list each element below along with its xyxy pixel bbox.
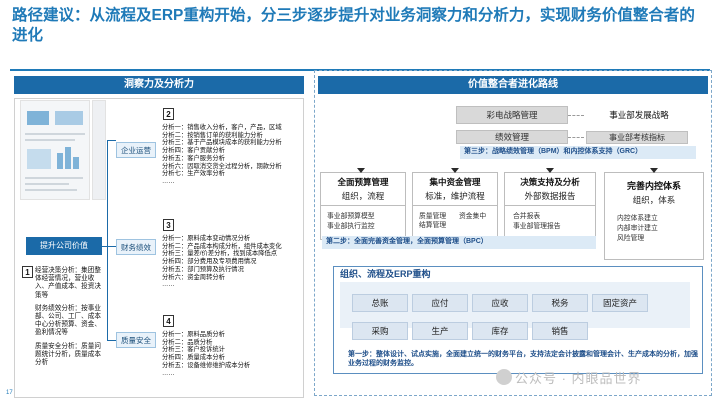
arrow-down-icon [451,168,459,173]
arrow-down-icon [650,168,658,173]
module-item: 质量管理 [419,213,447,220]
performance-box: 绩效管理 [456,130,568,144]
dashboard-thumbnail [20,100,90,200]
erp-tile-gl: 总账 [352,294,408,312]
module-title: 全面预算管理 [337,177,389,187]
list-item: 分析三：客户投诉统计 [162,346,225,354]
badge-2: 2 [163,108,174,120]
module-subtitle: 标准，维护流程 [413,190,497,206]
module-item: 内部审计建立 [617,225,658,232]
erp-tile-ap: 应付 [412,294,468,312]
list-item: …… [162,281,175,289]
improve-value-box: 提升公司价值 [26,237,102,255]
category-financial: 财务绩效 [116,239,156,255]
step-1-text: 第一步：整体设计、试点实施，全面建立统一的财务平台，支持法定会计披露和管理会计、… [348,351,698,367]
tree-branch [107,140,116,141]
module-item: 事业部管理报告 [513,223,561,230]
tree-branch [107,246,116,247]
left-panel-header: 洞察力及分析力 [14,76,304,94]
list-item: 分析七：生产效率分析 [162,170,225,178]
module-budget: 全面预算管理 组织，流程 事业部预算模型 事业部执行监控 [320,172,406,240]
module-treasury: 集中资金管理 标准，维护流程 质量管理 资金集中 结算管理 [412,172,498,240]
note-quality-safety: 质量安全分析：质量问题统计分析，质量成本分析 [35,342,101,367]
note-business-decision: 经营决策分析：集团整体经营情况，营业收入、产值成本、投资决策等 [35,267,101,299]
tree-branch [102,246,107,247]
list-item: 分析六：因取消交货全过程分析，期款分析 [162,162,282,170]
arrow-down-icon [357,168,365,173]
left-notes: 经营决策分析：集团整体经营情况，营业收入、产值成本、投资决策等 财务绩效分析：按… [35,267,105,372]
list-item: 分析二：按销售订单的获利能力分析 [162,131,263,139]
module-item: 合并报表 [513,213,541,220]
right-panel [314,70,712,396]
module-item: 事业部预算模型 [327,213,375,220]
module-item: 内控体系建立 [617,215,658,222]
badge-3: 3 [163,219,174,231]
list-item: 分析四：部分费用及专项费用情况 [162,258,257,266]
module-decision-support: 决策支持及分析 外部数据报告 合并报表 事业部管理报告 [504,172,596,240]
list-item: …… [162,177,175,185]
module-item: 结算管理 [419,222,447,229]
dashed-link [568,137,584,138]
erp-tile-production: 生产 [412,322,468,340]
erp-title: 组织、流程及ERP重构 [340,269,431,279]
list-item: 分析二：品质分析 [162,338,213,346]
wechat-icon [496,369,512,385]
analysis-list-operations: 分析一：销售收入分析，客户，产品，区域 分析二：按销售订单的获利能力分析 分析三… [162,124,300,186]
list-item: 分析五：部门预算及执行情况 [162,265,244,273]
list-item: …… [162,369,175,377]
category-operations: 企业运营 [116,142,156,158]
erp-tile-ar: 应收 [472,294,528,312]
list-item: 分析一：销售收入分析，客户，产品，区域 [162,124,282,131]
dashboard-sidebar-thumbnail [92,100,106,200]
step-2-banner: 第二步：全面完善资金管理，全面预算管理（BPC） [322,236,596,249]
step-3-banner: 第三步：战略绩效管理（BPM）和内控体系支持（GRC） [460,146,696,159]
page-title: 路径建议：从流程及ERP重构开始，分三步逐步提升对业务洞察力和分析力，实现财务价… [12,7,695,44]
list-item: 分析五：设备维修维护成本分析 [162,361,251,369]
badge-4: 4 [163,315,174,327]
list-item: 分析六：资金周转分析 [162,273,225,281]
erp-tile-sales: 销售 [532,322,588,340]
module-item: 风险管理 [617,235,645,242]
strategy-box: 彩电战略管理 [456,106,568,124]
list-item: 分析一：原料品质分析 [162,331,225,338]
erp-tile-inventory: 库存 [472,322,528,340]
analysis-list-financial: 分析一：原料成本变动情况分析 分析二：产品成本构成分析，组件成本变化 分析三：量… [162,235,300,289]
list-item: 分析四：质量成本分析 [162,354,225,362]
list-item: 分析三：量差/价差分析，找到成本降低点 [162,250,278,258]
category-quality: 质量安全 [116,332,156,348]
badge-1: 1 [22,266,33,278]
list-item: 分析二：产品成本构成分析，组件成本变化 [162,242,282,250]
module-item: 事业部执行监控 [327,223,375,230]
page-number: 17 [6,390,13,396]
tree-connector [107,140,108,340]
dashed-link [568,115,584,116]
module-subtitle: 组织，流程 [321,190,405,206]
note-financial-performance: 财务绩效分析：按事业部、公司、工厂、成本中心分析预算、资金、盈利情况等 [35,304,101,337]
module-subtitle: 组织，体系 [632,195,676,205]
module-title: 完善内控体系 [626,181,681,191]
erp-tile-fixed-assets: 固定资产 [592,294,648,312]
right-panel-header: 价值整合者进化路线 [318,76,708,94]
list-item: 分析五：客户服务分析 [162,154,225,162]
list-item: 分析一：原料成本变动情况分析 [162,235,251,242]
erp-tile-purchasing: 采购 [352,322,408,340]
module-title: 决策支持及分析 [520,177,580,187]
module-internal-control: 完善内控体系 组织，体系 内控体系建立 内部审计建立 风险管理 [604,172,704,260]
module-subtitle: 外部数据报告 [505,190,595,206]
list-item: 分析四：客户贡献分析 [162,147,225,155]
list-item: 分析三：基于产品模块成本的获利能力分析 [162,139,282,147]
bu-kpi-box: 事业部考核指标 [586,131,688,144]
arrow-down-icon [546,168,554,173]
tree-branch [107,340,116,341]
module-item: 资金集中 [459,213,487,220]
module-title: 集中资金管理 [429,177,481,187]
erp-tile-tax: 税务 [532,294,588,312]
analysis-list-quality: 分析一：原料品质分析 分析二：品质分析 分析三：客户投诉统计 分析四：质量成本分… [162,331,300,377]
bu-strategy-text: 事业部发展战略 [609,110,669,120]
watermark: 公众号 · 内眼品世界 [515,371,642,386]
